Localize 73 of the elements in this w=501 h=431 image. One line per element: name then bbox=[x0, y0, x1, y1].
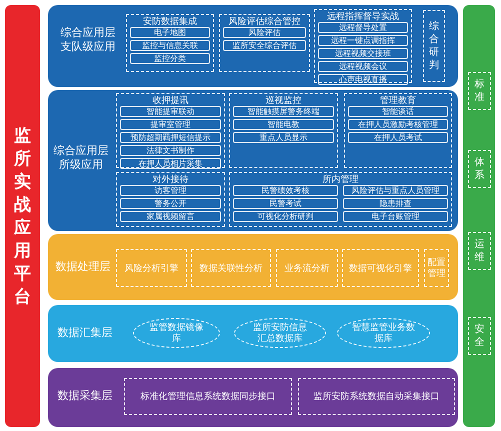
module-group bbox=[314, 9, 412, 83]
layer-title: 数据汇集层 bbox=[56, 326, 114, 341]
engine-box: 配置管理 bbox=[424, 249, 449, 287]
function-box: 远程视频交接班 bbox=[318, 48, 408, 59]
layer-title: 数据采集层 bbox=[56, 389, 114, 404]
module-group bbox=[229, 172, 452, 227]
group-title: 安防数据集成 bbox=[142, 16, 198, 27]
function-box: 风险评估与重点人员管理 bbox=[343, 185, 448, 196]
function-box: 在押人员激励考核管理 bbox=[348, 119, 448, 130]
function-box: 心声电视直播 bbox=[318, 74, 408, 85]
module-group bbox=[116, 172, 225, 227]
function-box: 在押人员相片采集 bbox=[120, 158, 221, 169]
support-box: 运维 bbox=[468, 232, 491, 270]
side-bar bbox=[463, 5, 495, 427]
support-box: 安全 bbox=[468, 317, 491, 355]
function-box: 民警考试 bbox=[233, 198, 338, 209]
function-box: 远程督导处置 bbox=[318, 22, 408, 33]
group-title: 收押提讯 bbox=[152, 95, 190, 106]
layer-panel bbox=[48, 234, 458, 300]
support-box: 标准 bbox=[468, 72, 491, 110]
function-box: 智能提审联动 bbox=[120, 106, 221, 117]
function-box: 智能谈话 bbox=[348, 106, 448, 117]
engine-box: 数据可视化引擎 bbox=[342, 249, 419, 287]
database-ellipse: 智慧监管业务数据库 bbox=[337, 318, 430, 348]
layer-panel bbox=[48, 305, 458, 362]
module-box: 综合研判 bbox=[423, 10, 445, 82]
group-title: 远程指挥督导实战 bbox=[326, 11, 400, 22]
function-box: 提审室管理 bbox=[120, 119, 221, 130]
function-box: 警务公开 bbox=[120, 198, 221, 209]
engine-box: 数据关联性分析 bbox=[191, 249, 271, 287]
function-box: 智能电教 bbox=[233, 119, 334, 130]
module-group bbox=[344, 93, 452, 168]
function-box: 监所安全综合评估 bbox=[223, 40, 306, 51]
function-box: 在押人员考试 bbox=[348, 132, 448, 143]
layer-panel bbox=[48, 90, 458, 231]
layer-title: 综合应用层所级应用 bbox=[52, 144, 110, 173]
module-group bbox=[126, 14, 214, 72]
engine-box: 风险分析引擎 bbox=[116, 249, 187, 287]
module-group bbox=[219, 14, 310, 72]
function-box: 风险评估 bbox=[223, 27, 306, 38]
support-box: 体系 bbox=[468, 150, 491, 188]
function-box: 重点人员显示 bbox=[233, 132, 334, 143]
layer-panel bbox=[48, 5, 458, 87]
layer-title: 综合应用层支队级应用 bbox=[60, 26, 116, 55]
function-box: 监控与信息关联 bbox=[130, 40, 210, 51]
function-box: 访客管理 bbox=[120, 185, 221, 196]
engine-box: 业务流分析 bbox=[276, 249, 338, 287]
interface-box: 标准化管理信息系统数据同步接口 bbox=[124, 378, 292, 415]
group-title: 管理教育 bbox=[379, 95, 417, 106]
module-group bbox=[116, 93, 225, 168]
function-box: 电子地图 bbox=[130, 27, 210, 38]
function-box: 可视化分析研判 bbox=[233, 211, 338, 222]
function-box: 电子台账管理 bbox=[343, 211, 448, 222]
function-box: 法律文书制作 bbox=[120, 145, 221, 156]
function-box: 智能触摸屏警务终端 bbox=[233, 106, 334, 117]
layer-title: 数据处理层 bbox=[54, 260, 112, 275]
group-title: 所内管理 bbox=[322, 174, 360, 185]
function-box: 民警绩效考核 bbox=[233, 185, 338, 196]
function-box: 远程视频会议 bbox=[318, 61, 408, 72]
group-title: 巡视监控 bbox=[264, 95, 302, 106]
function-box: 隐患排查 bbox=[343, 198, 448, 209]
group-title: 对外接待 bbox=[152, 174, 190, 185]
module-group bbox=[229, 93, 338, 168]
platform-banner: 监所实战应用平台 bbox=[5, 5, 40, 427]
function-box: 监控分类 bbox=[130, 53, 210, 64]
database-ellipse: 监管数据镜像库 bbox=[133, 318, 220, 348]
layer-panel bbox=[48, 368, 458, 427]
function-box: 远程一键点调指挥 bbox=[318, 35, 408, 46]
function-box: 预防超期羁押短信提示 bbox=[120, 132, 221, 143]
database-ellipse: 监所安防信息汇总数据库 bbox=[234, 318, 326, 348]
function-box: 家属视频留言 bbox=[120, 211, 221, 222]
interface-box: 监所安防系统数据自动采集接口 bbox=[298, 378, 455, 415]
group-title: 风险评估综合管控 bbox=[228, 16, 302, 27]
